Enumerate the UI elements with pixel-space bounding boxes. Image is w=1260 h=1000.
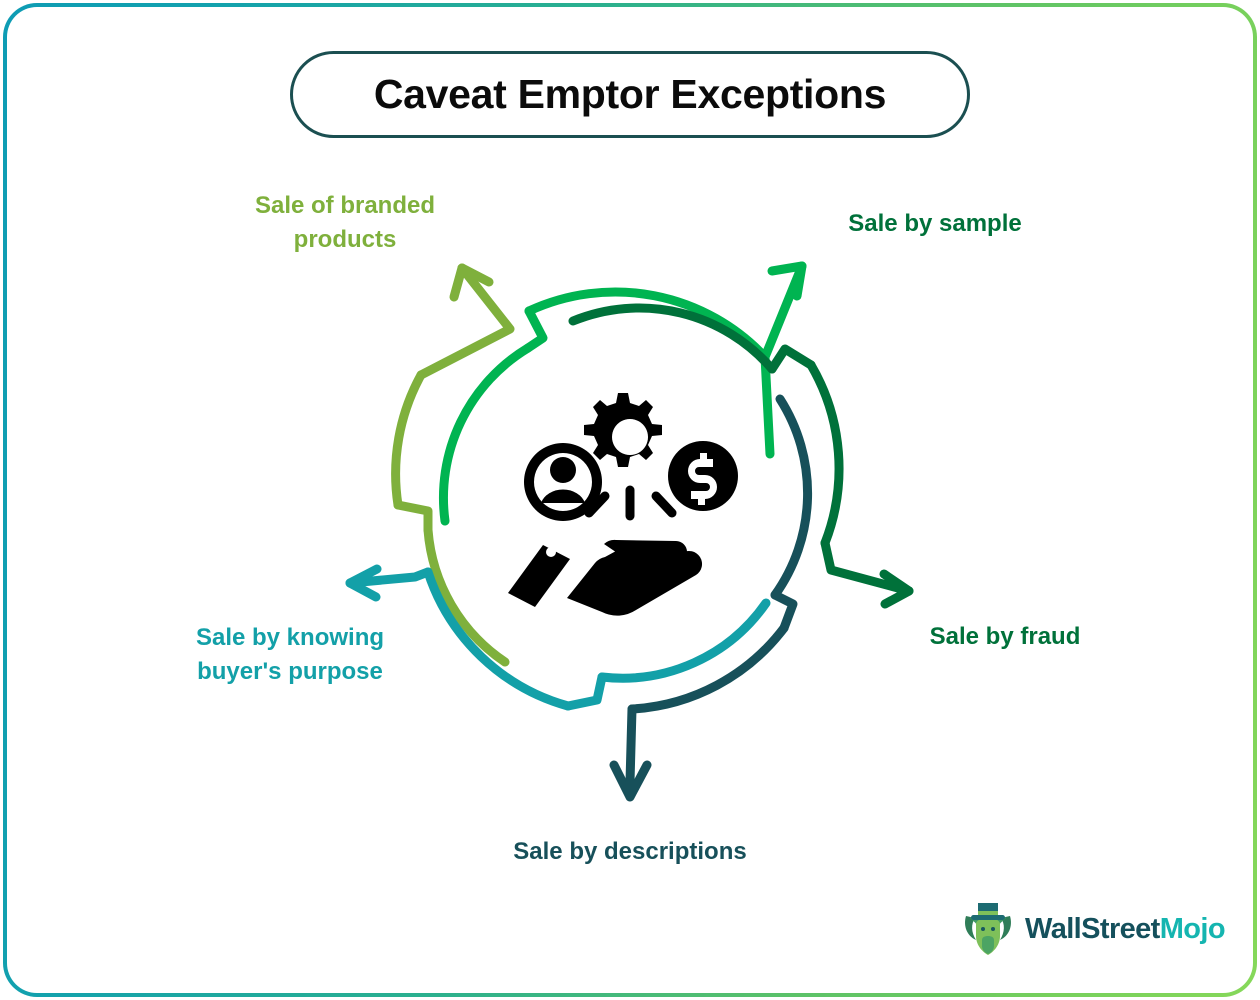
page-title: Caveat Emptor Exceptions bbox=[373, 71, 887, 117]
label-sale-by-fraud: Sale by fraud bbox=[929, 623, 1081, 650]
logo-wordmark-wallstreet: WallStreet bbox=[1025, 912, 1160, 945]
wallstreetmojo-logo[interactable]: WallStreetMojo bbox=[962, 901, 1226, 957]
label-sale-by-descriptions: Sale by descriptions bbox=[513, 838, 747, 865]
logo-wordmark-mojo: Mojo bbox=[1159, 912, 1226, 945]
label-sale-by-sample: Sale by sample bbox=[848, 210, 1022, 237]
label-sale-by-knowing-buyers-purpose: Sale by knowing buyer's purpose bbox=[195, 624, 385, 686]
bull-with-tophat-icon bbox=[965, 903, 1011, 955]
page-title-pill: Caveat Emptor Exceptions bbox=[290, 51, 970, 138]
logo-wordmark: WallStreetMojo bbox=[1025, 912, 1226, 946]
label-sale-of-branded-products: Sale of branded products bbox=[254, 192, 436, 254]
